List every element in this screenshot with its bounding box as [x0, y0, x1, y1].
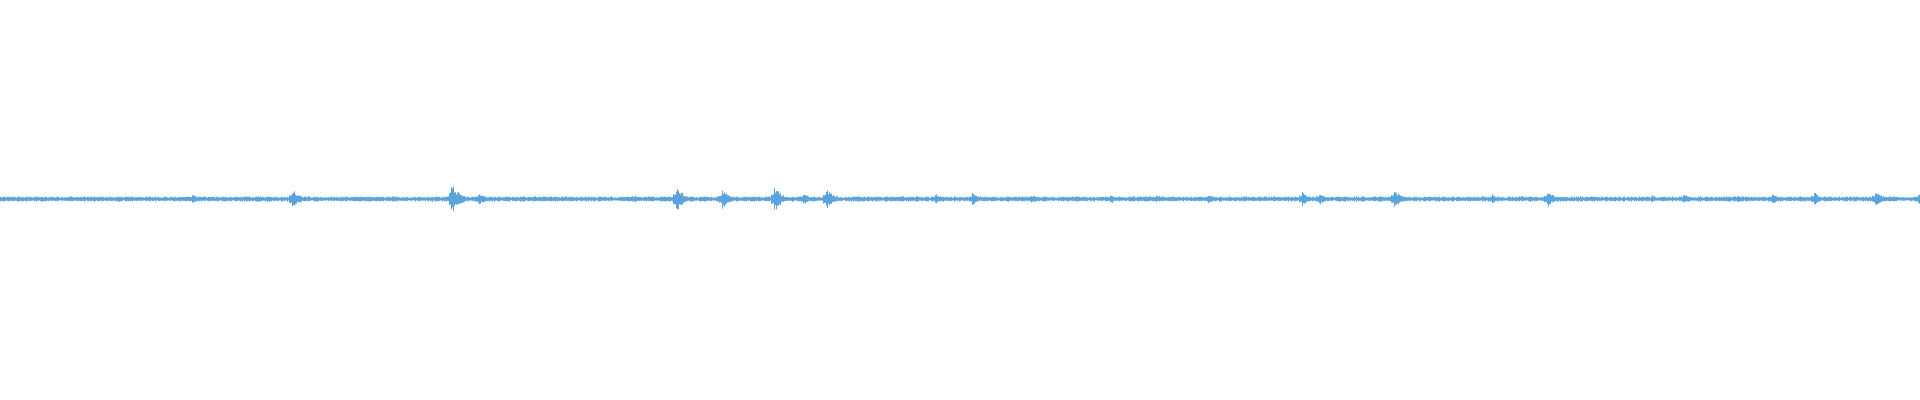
waveform-envelope: [0, 186, 1920, 212]
